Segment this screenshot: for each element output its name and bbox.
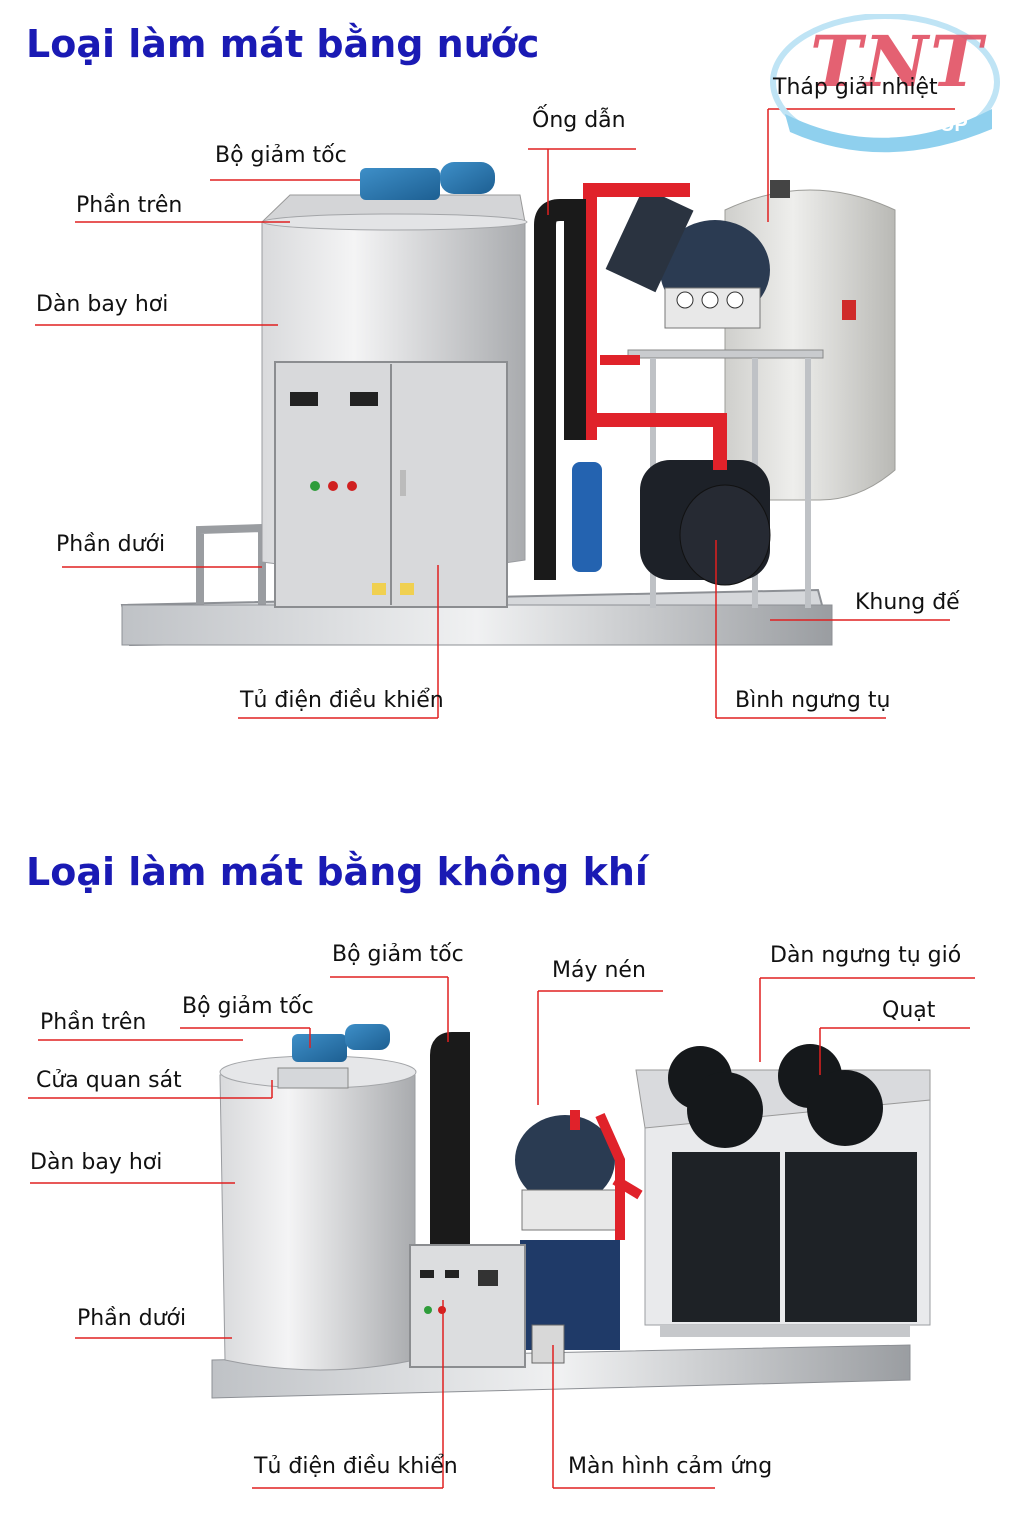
tnt-logo: TNT TNT GROUP xyxy=(770,14,1000,154)
label-top: Phần trên xyxy=(76,193,183,218)
logo-group: TNT GROUP xyxy=(850,114,968,136)
label-pipe: Ống dẫn xyxy=(532,108,626,133)
logo-brand: TNT xyxy=(810,20,985,103)
label-gearbox-2: Bộ giảm tốc xyxy=(182,994,314,1019)
logo-shape xyxy=(770,14,1000,153)
label-condenser: Bình ngưng tụ xyxy=(735,688,891,713)
label-control-cabinet: Tủ điện điều khiển xyxy=(254,1454,458,1479)
label-control-cabinet: Tủ điện điều khiển xyxy=(240,688,444,713)
label-touch-screen: Màn hình cảm ứng xyxy=(568,1454,773,1479)
water-leader-lines xyxy=(35,108,955,719)
label-base-frame: Khung đế xyxy=(855,590,960,615)
label-bottom: Phần dưới xyxy=(77,1306,187,1331)
label-compressor: Máy nén xyxy=(552,958,646,983)
label-evaporator: Dàn bay hơi xyxy=(30,1150,163,1175)
label-gearbox: Bộ giảm tốc xyxy=(215,143,347,168)
label-sight-window: Cửa quan sát xyxy=(36,1068,182,1093)
air-cooled-machine xyxy=(211,1024,931,1399)
water-cooled-title: Loại làm mát bằng nước xyxy=(26,22,540,66)
water-cooled-machine xyxy=(120,162,896,647)
label-fan: Quạt xyxy=(882,998,936,1023)
label-cooling-tower: Tháp giải nhiệt xyxy=(773,75,938,100)
label-air-condenser: Dàn ngưng tụ gió xyxy=(770,943,962,968)
label-bottom: Phần dưới xyxy=(56,532,166,557)
air-leader-lines xyxy=(28,976,975,1489)
label-top: Phần trên xyxy=(40,1010,147,1035)
label-evaporator: Dàn bay hơi xyxy=(36,292,169,317)
air-cooled-title: Loại làm mát bằng không khí xyxy=(26,850,648,894)
label-gearbox-1: Bộ giảm tốc xyxy=(332,942,464,967)
